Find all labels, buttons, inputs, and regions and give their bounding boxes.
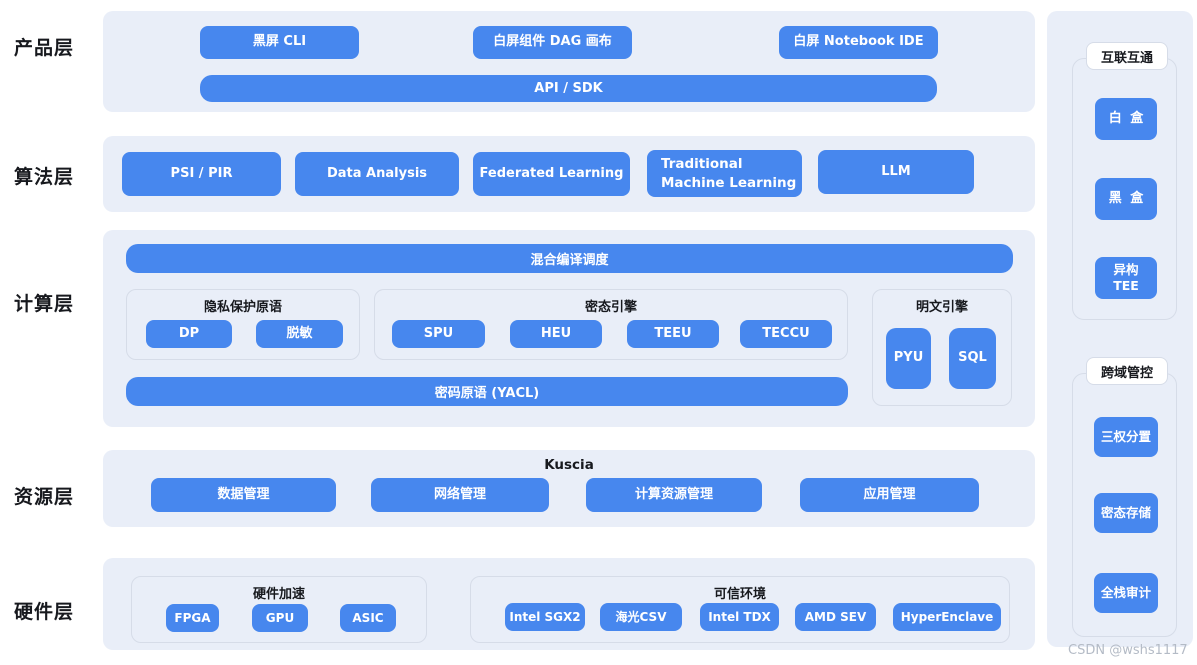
node-psi-pir: PSI / PIR	[122, 152, 281, 196]
group-hardware-accel	[131, 576, 427, 643]
node-pyu: PYU	[886, 328, 931, 389]
node-app-management: 应用管理	[800, 478, 979, 512]
node-heu: HEU	[510, 320, 602, 348]
group-title-secret-engines: 密态引擎	[584, 300, 637, 315]
node-gpu: GPU	[252, 604, 308, 632]
sidebar-title-interconnect: 互联互通	[1086, 42, 1168, 70]
node-llm: LLM	[818, 150, 974, 194]
layer-label-algorithm: 算法层	[14, 166, 75, 188]
layer-label-resource: 资源层	[14, 486, 75, 508]
group-plaintext-engines	[872, 289, 1012, 406]
node-desensitization: 脱敏	[256, 320, 343, 348]
node-federated-learning: Federated Learning	[473, 152, 630, 196]
node-spu: SPU	[392, 320, 485, 348]
node-intel-sgx2: Intel SGX2	[505, 603, 585, 631]
node-black-box: 黑 盒	[1095, 178, 1157, 220]
node-sql: SQL	[949, 328, 996, 389]
node-network-management: 网络管理	[371, 478, 549, 512]
bar-api-sdk: API / SDK	[200, 75, 937, 102]
node-traditional-ml: Traditional Machine Learning	[647, 150, 802, 197]
node-secret-storage: 密态存储	[1094, 493, 1158, 533]
node-fpga: FPGA	[166, 604, 219, 632]
node-amd-sev: AMD SEV	[795, 603, 876, 631]
watermark: CSDN @wshs1117	[1068, 643, 1188, 658]
node-dp: DP	[146, 320, 232, 348]
node-hetero-tee: 异构 TEE	[1095, 257, 1157, 299]
layer-label-hardware: 硬件层	[14, 601, 75, 623]
node-three-rights-separation: 三权分置	[1094, 417, 1158, 457]
kuscia-title: Kuscia	[544, 457, 594, 473]
node-compute-resource-management: 计算资源管理	[586, 478, 762, 512]
bar-hybrid-compile-scheduler: 混合编译调度	[126, 244, 1013, 273]
group-title-privacy-primitives: 隐私保护原语	[203, 300, 282, 315]
node-teeu: TEEU	[627, 320, 719, 348]
node-teccu: TECCU	[740, 320, 832, 348]
node-data-analysis: Data Analysis	[295, 152, 459, 196]
group-title-plaintext-engines: 明文引擎	[915, 300, 968, 315]
layer-label-computing: 计算层	[14, 293, 75, 315]
node-asic: ASIC	[340, 604, 396, 632]
group-secret-engines	[374, 289, 848, 360]
group-privacy-primitives	[126, 289, 360, 360]
node-hyperenclave: HyperEnclave	[893, 603, 1001, 631]
node-white-box: 白 盒	[1095, 98, 1157, 140]
node-notebook-ide: 白屏 Notebook IDE	[779, 26, 938, 59]
layer-label-product: 产品层	[14, 37, 75, 59]
node-intel-tdx: Intel TDX	[700, 603, 779, 631]
group-trusted-env	[470, 576, 1010, 643]
node-data-management: 数据管理	[151, 478, 336, 512]
node-hygon-csv: 海光CSV	[600, 603, 682, 631]
node-full-stack-audit: 全栈审计	[1094, 573, 1158, 613]
node-black-screen-cli: 黑屏 CLI	[200, 26, 359, 59]
group-title-trusted-env: 可信环境	[713, 587, 766, 602]
sidebar-title-cross-domain: 跨域管控	[1086, 357, 1168, 385]
node-dag-canvas: 白屏组件 DAG 画布	[473, 26, 632, 59]
bar-crypto-primitives-yacl: 密码原语 (YACL)	[126, 377, 848, 406]
group-title-hardware-accel: 硬件加速	[252, 587, 305, 602]
